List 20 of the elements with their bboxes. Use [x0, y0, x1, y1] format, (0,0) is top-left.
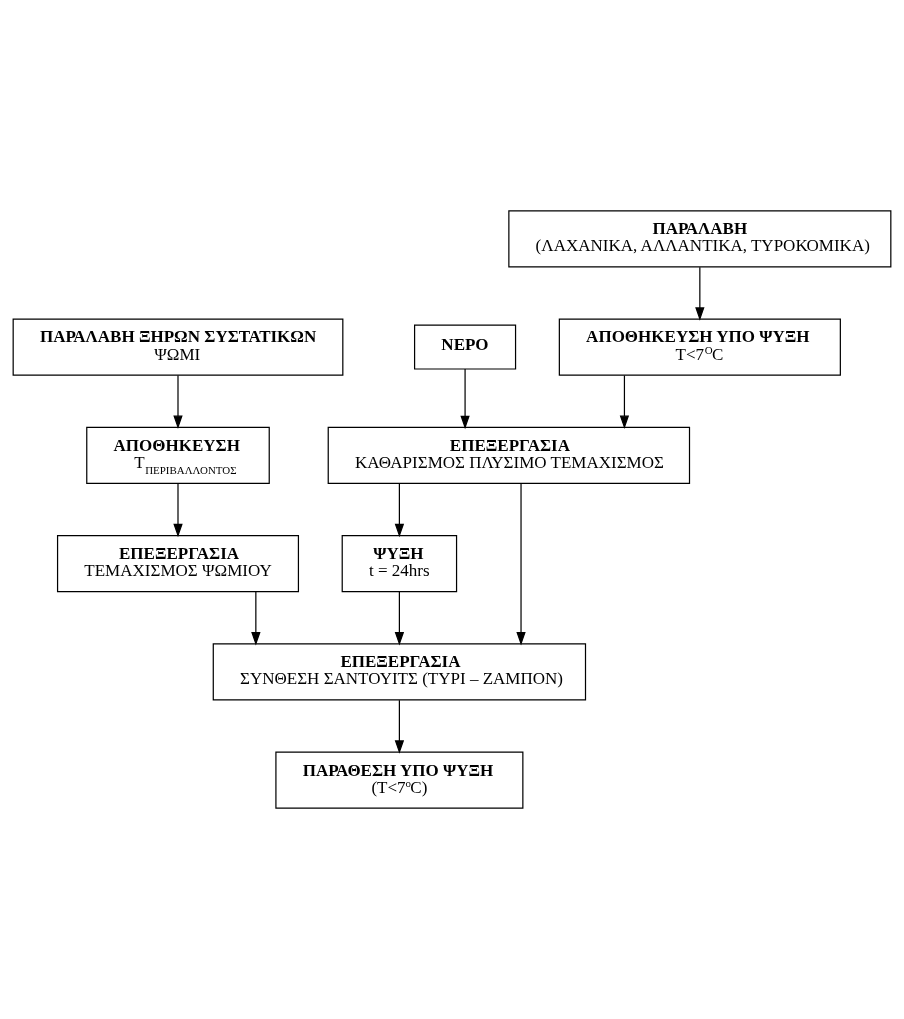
arrow [619, 374, 630, 429]
node-box: ΕΠΕΞΕΡΓΑΣΙΑ ΤΕΜΑΧΙΣΜΟΣ ΨΩΜΙΟΥ [56, 535, 300, 593]
arrow [394, 591, 405, 646]
node-box: ΠΑΡΑΛΑΒΗ ΞΗΡΩΝ ΣΥΣΤΑΤΙΚΩΝ ΨΩΜΙ [12, 318, 344, 376]
arrow [173, 374, 183, 429]
node-box: ΕΠΕΞΕΡΓΑΣΙΑ ΚΑΘΑΡΙΣΜΟΣ ΠΛΥΣΙΜΟ ΤΕΜΑΧΙΣΜΟΣ [327, 426, 691, 484]
node-box: ΕΠΕΞΕΡΓΑΣΙΑ ΣΥΝΘΕΣΗ ΣΑΝΤΟΥΙΤΣ (ΤΥΡΙ – ΖΑΜΠΟΝ) [212, 643, 587, 701]
node-box: ΝΕΡΟ [413, 324, 517, 370]
node-box: ΑΠΟΘΗΚΕΥΣΗ ΥΠΟ ΨΥΞΗ T<7$^{O}$C [558, 318, 841, 376]
arrow [173, 483, 183, 538]
arrow [394, 483, 405, 538]
node-box: ΑΠΟΘΗΚΕΥΣΗ T$_{ΠΕΡΙΒΑΛΛΟΝΤΟΣ}$ [86, 426, 270, 484]
node-box: ΠΑΡΑΘΕΣΗ ΥΠΟ ΨΥΞΗ (T<7$^{o}$C) [275, 751, 524, 809]
arrow [460, 368, 470, 430]
arrow [251, 591, 261, 646]
node-box: ΨΥΞΗ t = 24hrs [341, 535, 458, 593]
arrow [695, 266, 705, 321]
node-box: ΠΑΡΑΛΑΒΗ (ΛΑΧΑΝΙΚΑ, ΑΛΛΑΝΤΙΚΑ, ΤΥΡΟΚΟΜΙΚΑ) [508, 210, 892, 268]
arrow [516, 483, 526, 646]
arrow [394, 699, 405, 754]
